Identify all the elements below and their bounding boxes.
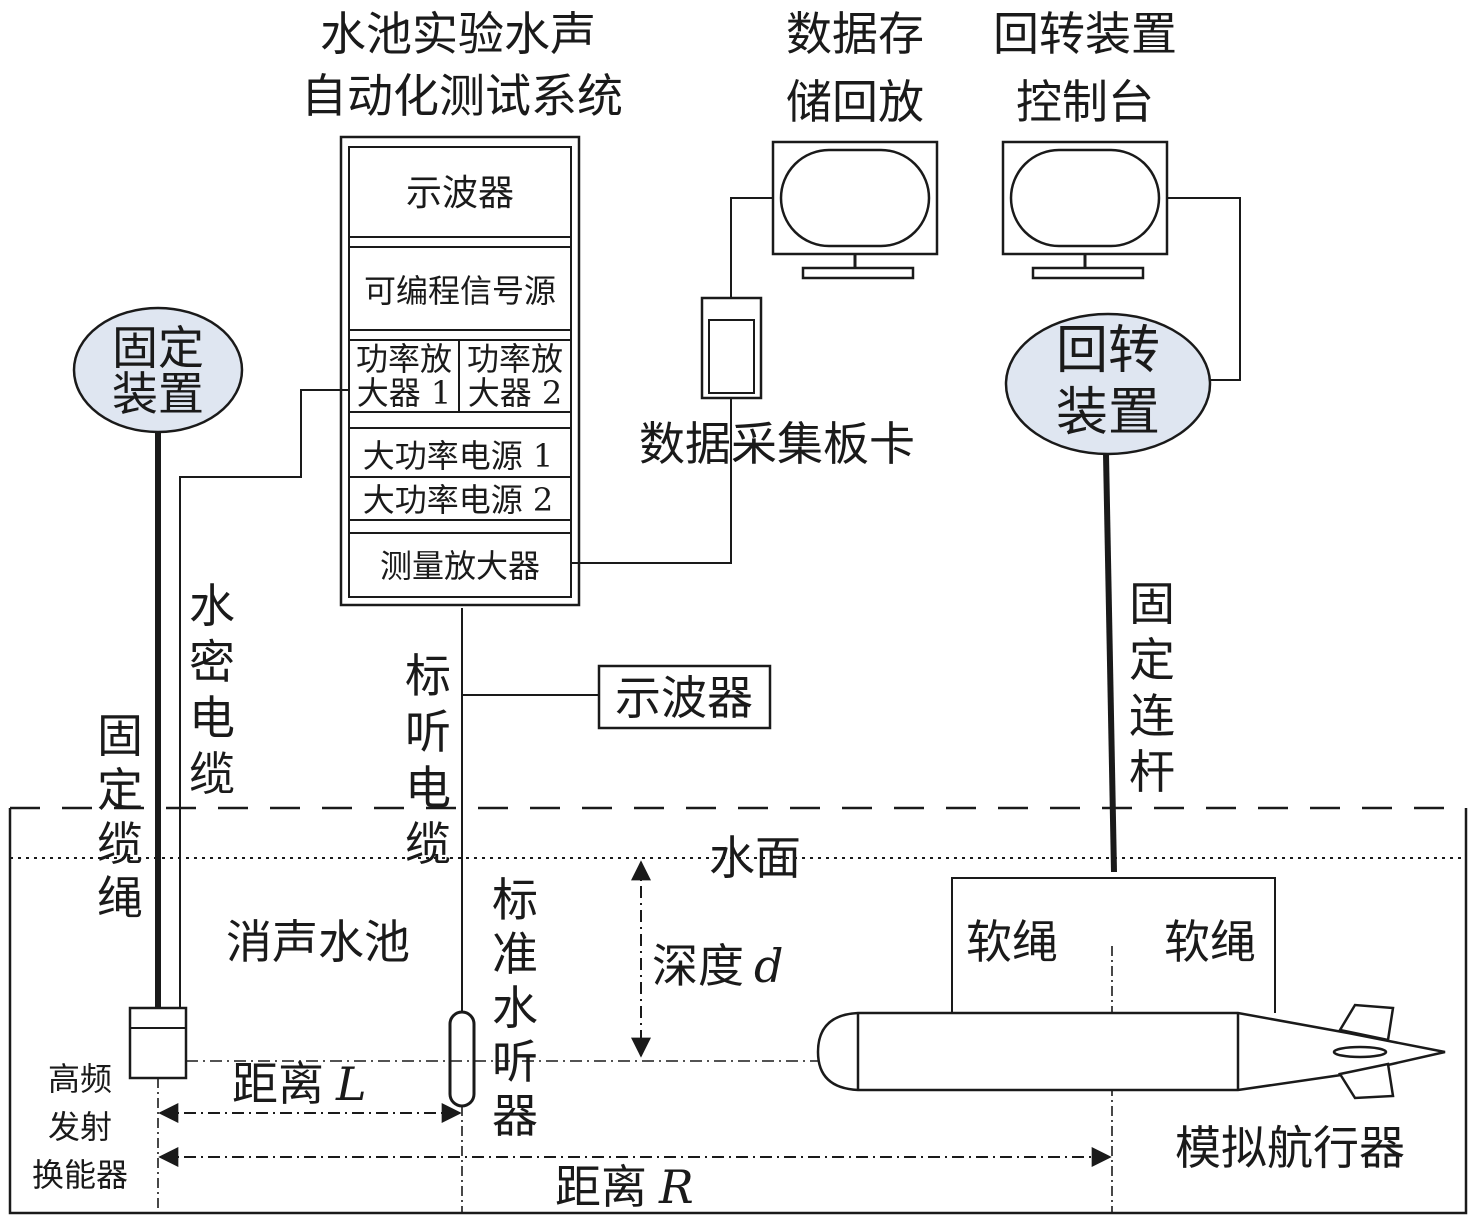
axis-guides: [157, 946, 1113, 1213]
rotator-label-line1: 回转: [1056, 321, 1160, 381]
char: 杆: [1129, 745, 1175, 799]
transducer-label-line1: 高频: [48, 1060, 112, 1098]
soft-rope-left-label: 软绳: [966, 915, 1058, 969]
std-hydrophone-label: 标 准 水 听 器: [492, 873, 538, 1143]
storage-title-line2: 储回放: [786, 75, 924, 129]
rack-amp1-line1: 功率放: [356, 340, 452, 378]
fixed-rod: [1103, 453, 1117, 873]
char: 准: [492, 927, 538, 981]
rack-amp2-line1: 功率放: [467, 340, 563, 378]
anechoic-tank-label: 消声水池: [226, 915, 410, 969]
rack-amp1-line2: 大器 1: [357, 374, 452, 412]
vehicle-label: 模拟航行器: [1175, 1121, 1405, 1175]
connection-wires: [179, 197, 1241, 1012]
char: 电: [189, 691, 235, 745]
char: 电: [405, 761, 451, 815]
rack-meas-amp-label: 测量放大器: [380, 547, 540, 585]
char: 水: [189, 579, 235, 633]
calib-cable-label: 标 听 电 缆: [405, 649, 451, 871]
test-system-rack: 示波器 可编程信号源 功率放 大器 1 功率放 大器 2 大功率电源 1 大功率…: [339, 135, 581, 607]
char: 缆: [97, 817, 143, 871]
char: 密: [189, 635, 235, 689]
fixed-rod-label: 固 定 连 杆: [1129, 577, 1175, 799]
storage-title-line1: 数据存: [786, 7, 924, 61]
fixture-label-line1: 固定: [112, 321, 204, 375]
char: 缆: [189, 747, 235, 801]
char: 器: [492, 1089, 538, 1143]
simulated-vehicle: [816, 1003, 1446, 1100]
watertight-cable-label: 水 密 电 缆: [189, 579, 235, 801]
rack-signal-source-label: 可编程信号源: [364, 272, 556, 310]
rotator-label-line2: 装置: [1056, 383, 1160, 443]
fixed-rope-label: 固 定 缆 绳: [97, 709, 143, 925]
char: 定: [1129, 633, 1175, 687]
anechoic-tank: [8, 806, 1468, 1215]
char: 固: [1129, 577, 1175, 631]
daq-card-icon: [700, 296, 763, 400]
storage-monitor-icon: [771, 140, 939, 280]
soft-rope-right-label: 软绳: [1164, 915, 1256, 969]
char: 水: [492, 981, 538, 1035]
external-oscilloscope-label: 示波器: [615, 671, 753, 725]
rot-console-title-line1: 回转装置: [993, 7, 1177, 61]
external-oscilloscope-box: [597, 664, 772, 730]
fixture-label-line2: 装置: [112, 367, 204, 421]
rack-power2-label: 大功率电源 2: [363, 481, 554, 519]
rot-console-monitor-icon: [1001, 140, 1169, 280]
transducer-label-line3: 换能器: [32, 1156, 128, 1194]
rack-oscilloscope-label: 示波器: [406, 173, 514, 214]
soft-rope-frame: [951, 877, 1276, 1013]
char: 标: [492, 873, 538, 927]
daq-card-label: 数据采集板卡: [639, 417, 915, 471]
hf-transducer: [128, 1006, 188, 1080]
system-title-line2: 自动化测试系统: [301, 69, 623, 123]
water-surface-label: 水面: [709, 831, 801, 885]
transducer-label-line2: 发射: [48, 1108, 112, 1146]
char: 听: [492, 1035, 538, 1089]
rack-amp2-line2: 大器 2: [468, 374, 563, 412]
char: 听: [405, 705, 451, 759]
std-hydrophone: [448, 1010, 476, 1108]
char: 绳: [97, 871, 143, 925]
rot-console-title-line2: 控制台: [1016, 75, 1154, 129]
system-title-line1: 水池实验水声: [320, 7, 596, 61]
char: 标: [405, 649, 451, 703]
rack-power1-label: 大功率电源 1: [363, 437, 554, 475]
char: 固: [97, 709, 143, 763]
char: 缆: [405, 817, 451, 871]
char: 连: [1129, 689, 1175, 743]
